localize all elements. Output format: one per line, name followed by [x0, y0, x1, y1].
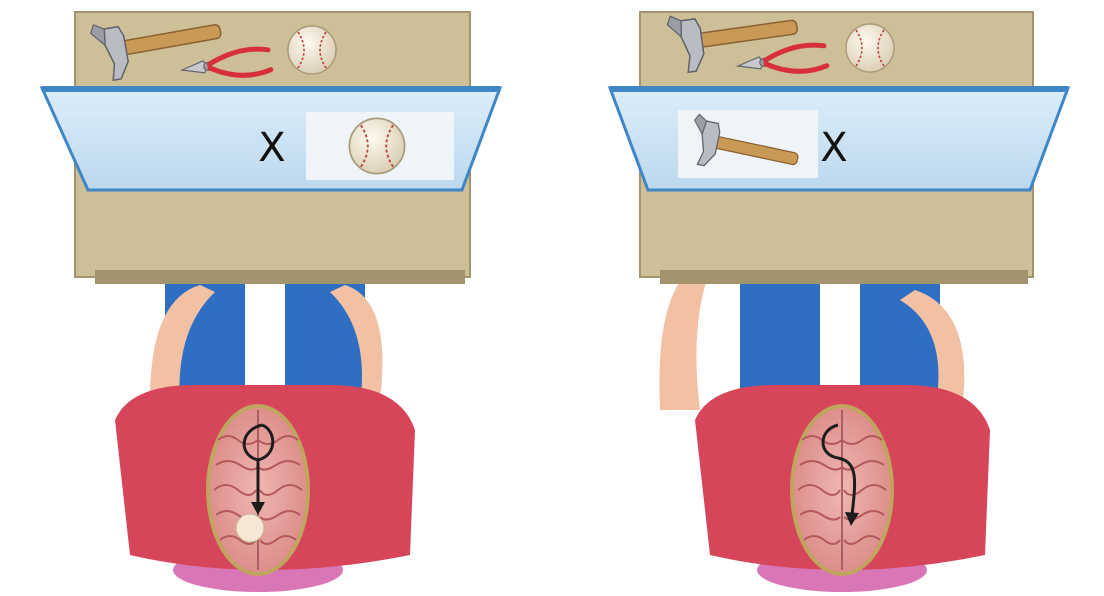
box-front-edge	[95, 270, 465, 284]
person	[659, 255, 990, 592]
baseball-icon	[349, 118, 404, 173]
left-arm	[659, 270, 708, 410]
baseball-icon	[846, 24, 894, 72]
screen: X	[42, 88, 500, 190]
box-front-edge	[660, 270, 1028, 284]
left-panel: X	[42, 3, 500, 592]
baseball-icon	[288, 26, 336, 74]
brain-icon	[792, 406, 892, 574]
screen: X	[610, 88, 1068, 190]
right-panel: X	[610, 0, 1068, 592]
baseball-icon	[236, 514, 264, 542]
fixation-mark: X	[258, 125, 285, 171]
person	[115, 255, 415, 592]
fixation-mark: X	[820, 125, 847, 171]
